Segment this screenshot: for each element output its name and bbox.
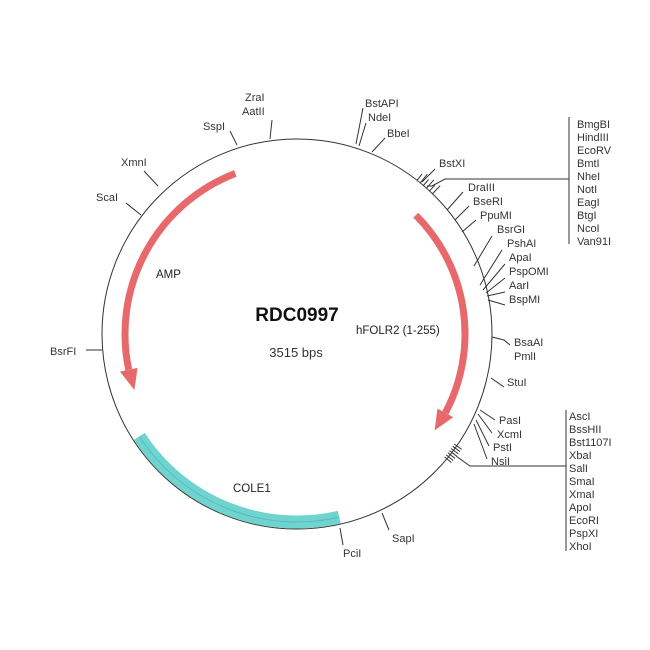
mcs1-leader	[427, 178, 569, 187]
site-label-xmni[interactable]: XmnI	[121, 157, 147, 169]
site-label-nsii[interactable]: NsiI	[491, 456, 510, 468]
plasmid-name: RDC0997	[255, 305, 338, 326]
site-label-pcii[interactable]: PciI	[343, 548, 361, 560]
feature-label-amp: AMP	[156, 269, 181, 281]
site-tick	[461, 219, 477, 233]
mcs2-leader	[455, 455, 566, 467]
site-tick	[371, 137, 386, 153]
site-tick	[421, 168, 436, 183]
site-tick	[381, 512, 390, 531]
site-label-bsrgi[interactable]: BsrGI	[497, 224, 525, 236]
site-label-bspmi[interactable]: BspMI	[509, 294, 540, 306]
site-tick	[339, 527, 344, 546]
site-label-zrai[interactable]: ZraI	[245, 92, 265, 104]
site-label-sspi[interactable]: SspI	[203, 121, 225, 133]
site-tick	[477, 413, 493, 434]
site-label-sali[interactable]: SalI	[569, 463, 588, 475]
amp-arrow	[119, 170, 237, 390]
site-label-pspomi[interactable]: PspOMI	[509, 266, 549, 278]
site-label-draiii[interactable]: DraIII	[468, 182, 495, 194]
site-tick	[485, 277, 506, 294]
site-label-aatii[interactable]: AatII	[242, 106, 265, 118]
hfolr2-arrow	[413, 212, 469, 431]
site-label-sapi[interactable]: SapI	[392, 533, 415, 545]
site-label-noti[interactable]: NotI	[577, 184, 597, 196]
site-label-xbai[interactable]: XbaI	[569, 450, 592, 462]
site-label-eagi[interactable]: EagI	[577, 197, 600, 209]
site-label-pasi[interactable]: PasI	[499, 415, 521, 427]
site-tick	[486, 291, 506, 297]
site-label-btgi[interactable]: BtgI	[577, 210, 597, 222]
site-tick	[358, 122, 367, 147]
site-tick	[491, 336, 511, 346]
site-label-ncoi[interactable]: NcoI	[577, 223, 600, 235]
site-tick	[490, 377, 505, 388]
site-label-stui[interactable]: StuI	[507, 377, 527, 389]
site-tick	[479, 249, 503, 286]
site-label-aari[interactable]: AarI	[509, 280, 529, 292]
site-label-bmgbi[interactable]: BmgBI	[577, 119, 610, 131]
site-label-pmli[interactable]: PmlI	[514, 351, 536, 363]
site-label-smai[interactable]: SmaI	[569, 476, 595, 488]
site-label-apai[interactable]: ApaI	[509, 252, 532, 264]
site-tick	[355, 107, 364, 145]
site-label-bsshii[interactable]: BssHII	[569, 424, 601, 436]
site-tick	[269, 119, 273, 140]
site-label-asci[interactable]: AscI	[569, 411, 590, 423]
backbone-circle	[101, 138, 493, 530]
cole1-feature	[133, 432, 341, 529]
site-tick	[229, 130, 238, 146]
site-label-ndei[interactable]: NdeI	[368, 112, 391, 124]
site-tick	[446, 191, 464, 211]
site-label-pspxi[interactable]: PspXI	[569, 528, 598, 540]
site-label-apoi[interactable]: ApoI	[569, 502, 592, 514]
site-label-bsaai[interactable]: BsaAI	[514, 337, 543, 349]
site-label-ecorv[interactable]: EcoRV	[577, 145, 612, 157]
site-tick	[487, 299, 506, 306]
site-tick	[479, 409, 496, 421]
site-tick	[473, 423, 488, 460]
site-label-van91i[interactable]: Van91I	[577, 236, 611, 248]
feature-label-hfolr2: hFOLR2 (1-255)	[356, 325, 440, 337]
site-label-ecori[interactable]: EcoRI	[569, 515, 599, 527]
site-tick	[482, 263, 506, 291]
site-tick	[475, 419, 490, 447]
site-tick	[454, 205, 470, 221]
site-label-ppumi[interactable]: PpuMI	[480, 210, 512, 222]
site-label-bst1107i[interactable]: Bst1107I	[569, 437, 612, 449]
site-tick	[473, 235, 493, 267]
site-label-bmti[interactable]: BmtI	[577, 158, 600, 170]
site-label-xmai[interactable]: XmaI	[569, 489, 595, 501]
site-label-scai[interactable]: ScaI	[96, 192, 118, 204]
site-label-xhoi[interactable]: XhoI	[569, 541, 592, 553]
site-label-hindiii[interactable]: HindIII	[577, 132, 609, 144]
site-label-xcmi[interactable]: XcmI	[497, 429, 522, 441]
site-label-pshai[interactable]: PshAI	[507, 238, 536, 250]
site-tick	[125, 202, 142, 216]
site-label-bstxi[interactable]: BstXI	[439, 158, 465, 170]
site-label-nhei[interactable]: NheI	[577, 171, 600, 183]
site-label-bseri[interactable]: BseRI	[473, 196, 503, 208]
site-label-psti[interactable]: PstI	[493, 442, 512, 454]
site-tick	[143, 170, 159, 187]
site-label-bsrfi[interactable]: BsrFI	[50, 346, 76, 358]
site-label-bbei[interactable]: BbeI	[387, 128, 410, 140]
feature-label-cole1: COLE1	[233, 483, 271, 495]
plasmid-size: 3515 bps	[269, 345, 323, 360]
site-label-bstapi[interactable]: BstAPI	[365, 98, 399, 110]
